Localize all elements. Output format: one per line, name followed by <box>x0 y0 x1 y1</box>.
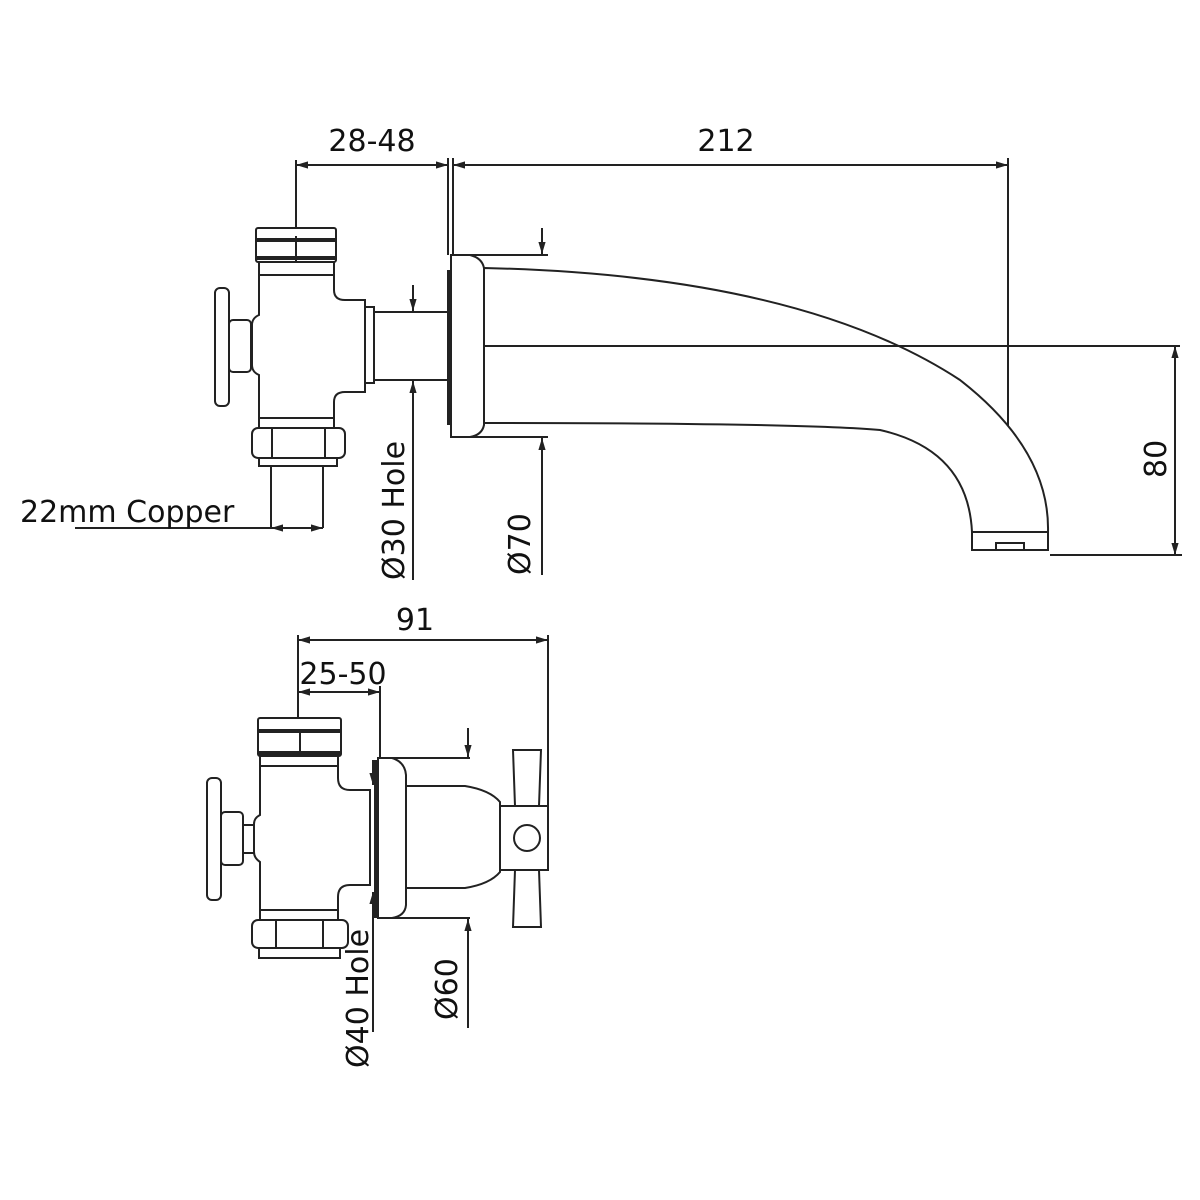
copper-pipe-label: 22mm Copper <box>20 495 235 530</box>
dim-hole-30: Ø30 Hole <box>377 285 417 580</box>
dim-wall-depth-label: 28-48 <box>328 124 415 159</box>
cross-lever-bottom <box>511 869 543 928</box>
dim-91: 91 <box>297 603 549 806</box>
spout-height-label: 80 <box>1139 440 1174 478</box>
wall-depth-label: 25-50 <box>299 657 386 692</box>
valve-assembly: 91 25-50 <box>206 603 549 1068</box>
spout-assembly: 28-48 212 <box>20 124 1182 580</box>
dim-hole-40: Ø40 Hole <box>341 760 377 1068</box>
plate-60-label: Ø60 <box>430 958 465 1020</box>
valve-body <box>206 717 371 959</box>
hole-40-label: Ø40 Hole <box>341 929 376 1068</box>
dim-80: 80 <box>1050 346 1182 556</box>
hub-indicator-icon <box>513 824 541 852</box>
dim-copper: 22mm Copper <box>20 495 323 532</box>
spout <box>447 254 1180 551</box>
dim-plate-60: Ø60 <box>392 728 472 1028</box>
hole-30-label: Ø30 Hole <box>377 441 412 580</box>
dim-28-48: 28-48 <box>295 124 449 255</box>
dim-plate-70: Ø70 <box>455 228 548 575</box>
dim-spout-projection-label: 212 <box>697 124 754 159</box>
cross-head-trim <box>374 749 549 928</box>
dim-25-50: 25-50 <box>298 657 387 760</box>
cross-lever-top <box>511 749 543 807</box>
overall-depth-label: 91 <box>396 603 434 638</box>
valve-body <box>214 227 449 528</box>
plate-70-label: Ø70 <box>503 513 538 575</box>
